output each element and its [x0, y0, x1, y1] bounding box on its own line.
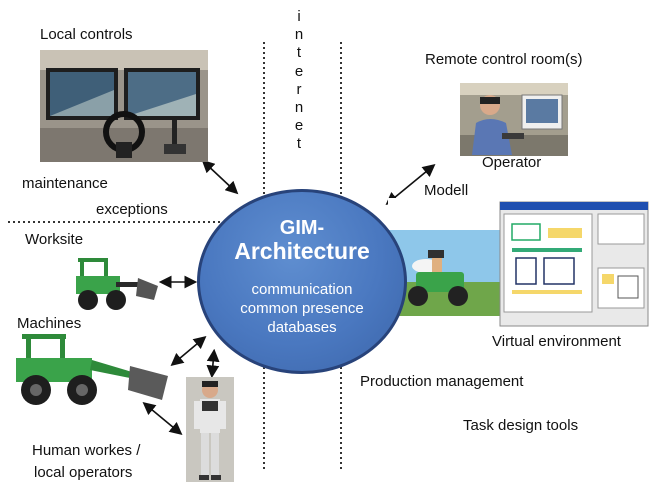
machine-loader-illustration — [16, 334, 168, 405]
exceptions-label: exceptions — [96, 201, 168, 218]
arrow-human — [206, 348, 220, 379]
arrow-machines — [170, 335, 207, 367]
remote-control-room-label: Remote control room(s) — [425, 51, 583, 68]
operator-label: Operator — [482, 154, 542, 171]
virtual-environment-label: Virtual environment — [492, 333, 621, 350]
internet-letter: n — [294, 26, 304, 44]
internet-label: i n t e r n e t — [292, 8, 306, 154]
local-controls-label: Local controls — [40, 26, 133, 43]
worker-illustration — [186, 377, 234, 482]
remote-room-photo — [460, 83, 568, 156]
internet-letter: t — [296, 44, 302, 62]
machines-label: Machines — [17, 315, 82, 332]
internet-letter: e — [294, 62, 304, 80]
task-design-tools-label: Task design tools — [463, 417, 579, 434]
operator-illustration — [460, 83, 568, 156]
worksite-machine-image — [68, 252, 160, 314]
hub-title-line1: GIM- — [279, 217, 325, 239]
modell-label: Modell — [424, 182, 469, 199]
virtual-environment-illustration — [388, 198, 650, 332]
hub-item-databases: databases — [267, 319, 337, 336]
virtual-environment-screenshot — [388, 198, 650, 332]
local-controls-photo — [40, 50, 208, 162]
machines-image — [2, 330, 170, 408]
internet-letter: r — [296, 80, 302, 98]
internet-letter: i — [297, 8, 301, 25]
human-worker-photo — [186, 377, 234, 482]
loader-illustration — [76, 258, 158, 310]
hub-item-communication: communication — [251, 281, 353, 298]
local-operators-label: local operators — [34, 464, 133, 481]
gim-architecture-hub: GIM- Architecture communication common p… — [197, 189, 407, 374]
maintenance-label: maintenance — [22, 175, 108, 192]
hub-title-line2: Architecture — [234, 238, 370, 264]
arrow-local-controls — [201, 159, 239, 195]
hub-item-common-presence: common presence — [240, 300, 364, 317]
arrow-local-operators — [142, 401, 183, 436]
internet-letter: e — [294, 117, 304, 135]
production-management-label: Production management — [360, 373, 524, 390]
human-workers-label: Human workes / — [32, 442, 141, 459]
worksite-label: Worksite — [25, 231, 84, 248]
internet-letter: t — [296, 135, 302, 153]
local-controls-illustration — [40, 50, 208, 162]
arrow-remote-room — [385, 163, 436, 206]
internet-letter: n — [294, 99, 304, 117]
